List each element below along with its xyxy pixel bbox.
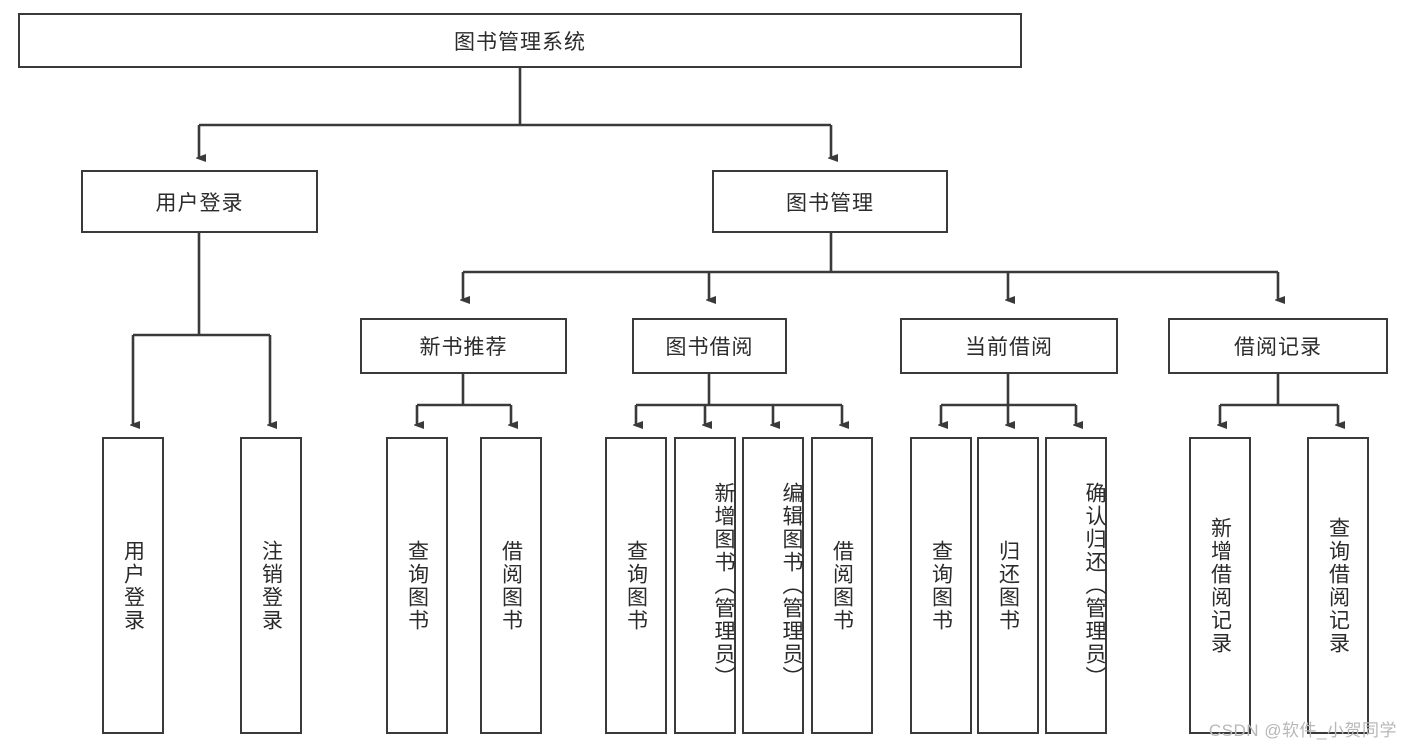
leaf-user-login-login[interactable]: 用户登录 xyxy=(102,437,164,734)
leaf-current-return-book[interactable]: 归还图书 xyxy=(977,437,1039,734)
leaf-current-confirm-return-admin[interactable]: 确认归还（管理员） xyxy=(1045,437,1107,734)
node-label: 当前借阅 xyxy=(965,336,1053,359)
node-label: 查询图书 xyxy=(929,539,953,632)
node-label: 借阅图书 xyxy=(499,539,523,632)
node-label: 归还图书 xyxy=(996,539,1020,632)
node-new-book-recommend[interactable]: 新书推荐 xyxy=(360,318,567,374)
leaf-recommend-query-book[interactable]: 查询图书 xyxy=(386,437,448,734)
leaf-recommend-borrow-book[interactable]: 借阅图书 xyxy=(480,437,542,734)
leaf-current-query-book[interactable]: 查询图书 xyxy=(910,437,972,734)
node-label: 图书管理系统 xyxy=(454,30,586,54)
node-label: 查询图书 xyxy=(624,539,648,632)
node-book-management[interactable]: 图书管理 xyxy=(712,170,948,233)
node-label: 注销登录 xyxy=(259,539,283,632)
node-current-borrow[interactable]: 当前借阅 xyxy=(900,318,1118,374)
node-label: 借阅图书 xyxy=(830,539,854,632)
node-label: 用户登录 xyxy=(155,191,244,215)
node-label: 确认归还（管理员） xyxy=(1083,482,1106,689)
leaf-borrow-borrow-book[interactable]: 借阅图书 xyxy=(811,437,873,734)
leaf-record-add-record[interactable]: 新增借阅记录 xyxy=(1189,437,1251,734)
watermark-text: CSDN @软件_小贺同学 xyxy=(1208,721,1397,740)
node-label: 借阅记录 xyxy=(1234,336,1322,359)
leaf-user-login-logout[interactable]: 注销登录 xyxy=(240,437,302,734)
node-label: 用户登录 xyxy=(121,539,145,632)
node-label: 查询图书 xyxy=(405,539,429,632)
node-label: 图书借阅 xyxy=(665,336,754,359)
leaf-borrow-query-book[interactable]: 查询图书 xyxy=(605,437,667,734)
node-label: 图书管理 xyxy=(786,191,874,215)
leaf-borrow-add-book-admin[interactable]: 新增图书（管理员） xyxy=(674,437,736,734)
node-label: 新书推荐 xyxy=(419,336,508,359)
leaf-borrow-edit-book-admin[interactable]: 编辑图书（管理员） xyxy=(742,437,804,734)
node-label: 编辑图书（管理员） xyxy=(780,482,803,689)
node-book-borrow[interactable]: 图书借阅 xyxy=(632,318,787,374)
node-borrow-record[interactable]: 借阅记录 xyxy=(1168,318,1388,374)
node-label: 新增图书（管理员） xyxy=(712,482,735,689)
leaf-record-query-record[interactable]: 查询借阅记录 xyxy=(1307,437,1369,734)
node-user-login[interactable]: 用户登录 xyxy=(81,170,318,233)
node-label: 查询借阅记录 xyxy=(1326,516,1350,655)
node-label: 新增借阅记录 xyxy=(1208,516,1232,655)
node-root-system[interactable]: 图书管理系统 xyxy=(18,13,1022,68)
